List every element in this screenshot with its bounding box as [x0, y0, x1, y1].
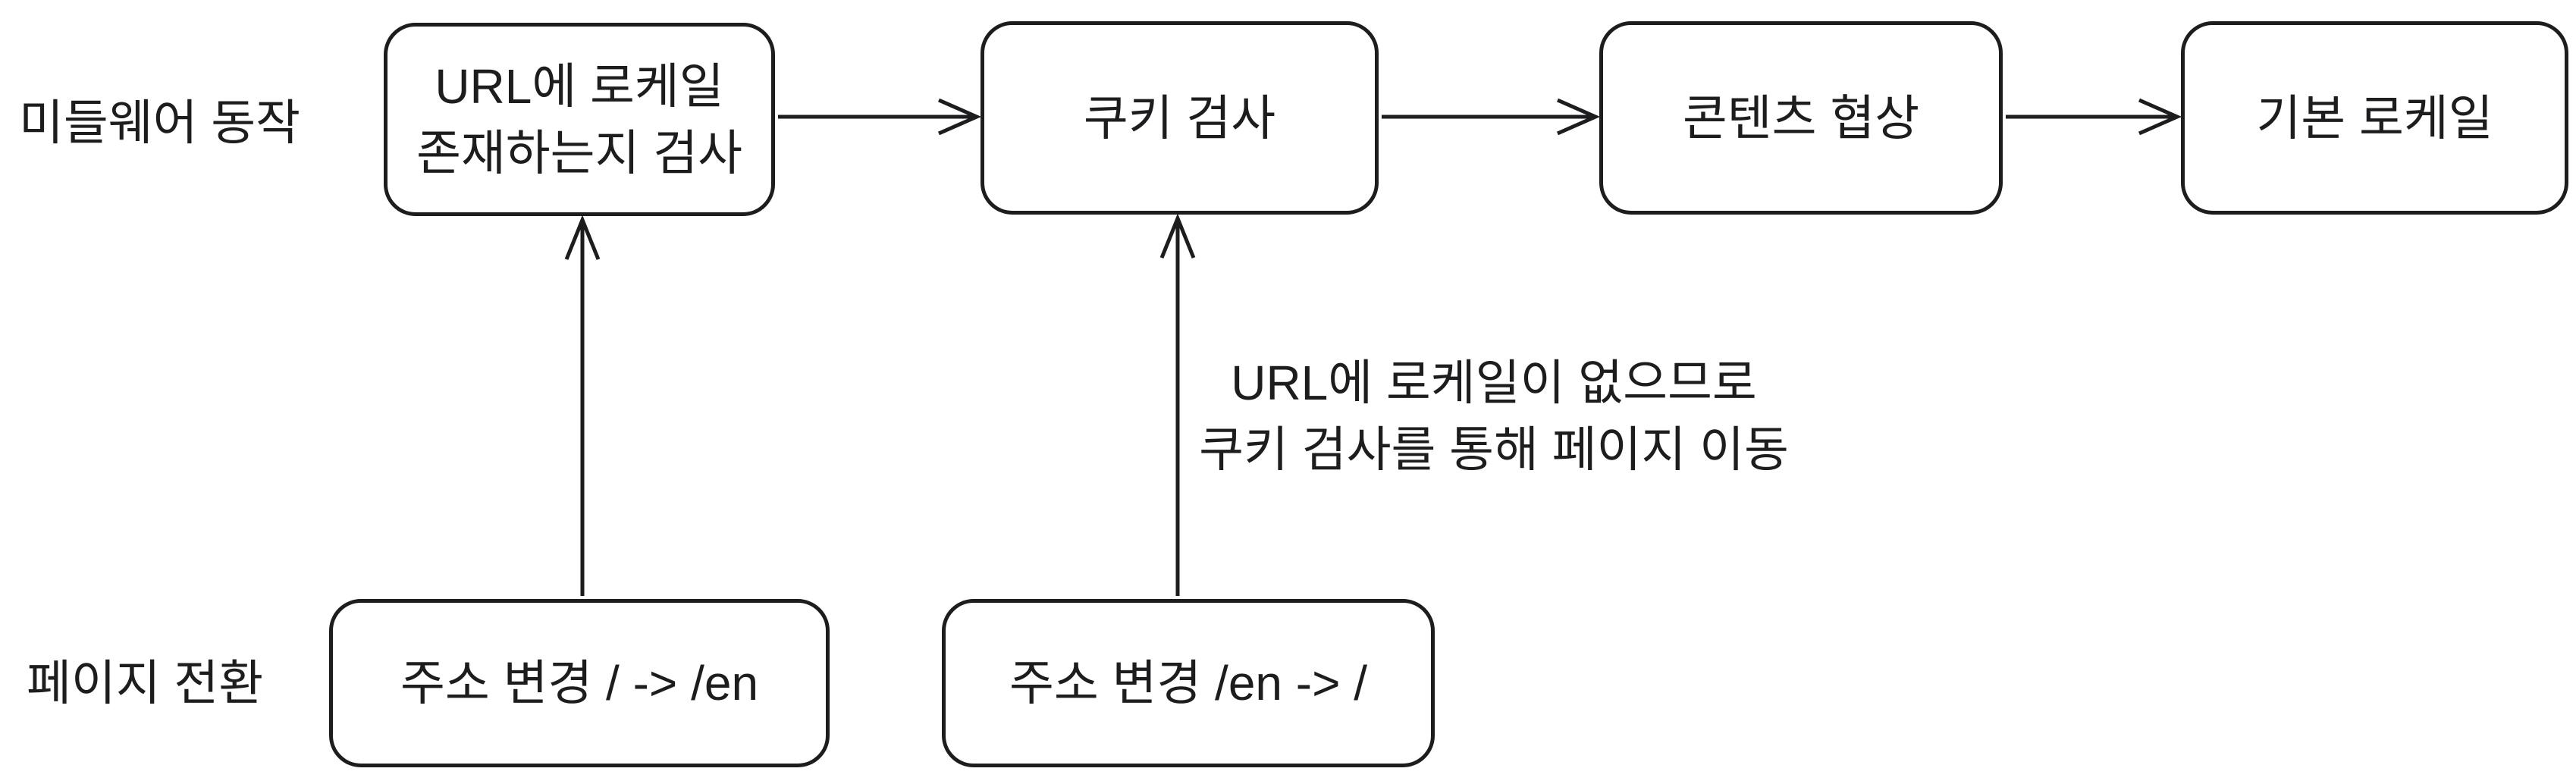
flowchart-node-default-locale: 기본 로케일 [2181, 21, 2568, 215]
node-text-line: 쿠키 검사 [1083, 90, 1276, 146]
annotation-line: URL에 로케일이 없으므로 [1231, 356, 1757, 410]
flowchart-node-content-negotiation: 콘텐츠 협상 [1599, 21, 2003, 215]
node-text-line: 콘텐츠 협상 [1682, 90, 1920, 146]
arrow-url-check-to-cookie-check [778, 98, 982, 136]
flowchart-node-cookie-check: 쿠키 검사 [981, 21, 1379, 215]
row-label-page-transition: 페이지 전환 [27, 656, 264, 710]
flowchart-node-url-locale-check: URL에 로케일 존재하는지 검사 [384, 23, 775, 216]
arrowhead-right-icon [937, 98, 982, 136]
edge-annotation-no-locale-cookie-redirect: URL에 로케일이 없으므로 쿠키 검사를 통해 페이지 이동 [1168, 350, 1820, 483]
arrow-cookie-check-to-content-negotiation [1382, 98, 1601, 136]
arrowhead-up-icon [564, 215, 601, 260]
node-text-line: URL에 로케일 [435, 58, 724, 114]
flowchart-node-address-change-root-to-en: 주소 변경 / -> /en [329, 599, 830, 767]
arrow-content-negotiation-to-default-locale [2006, 98, 2182, 136]
node-text-line: 존재하는지 검사 [416, 125, 742, 180]
flowchart-node-address-change-en-to-root: 주소 변경 /en -> / [942, 599, 1435, 767]
arrow-addr-change-to-url-check [564, 215, 601, 596]
arrowhead-right-icon [2138, 98, 2182, 136]
arrowhead-up-icon [1159, 213, 1196, 259]
node-text-line: 기본 로케일 [2256, 90, 2493, 146]
arrow-addr-change-to-cookie-check [1159, 213, 1196, 596]
node-text-line: 주소 변경 /en -> / [1009, 656, 1368, 710]
node-text-line: 주소 변경 / -> /en [400, 656, 759, 710]
annotation-line: 쿠키 검사를 통해 페이지 이동 [1199, 422, 1789, 477]
row-label-middleware-behavior: 미들웨어 동작 [19, 96, 301, 150]
arrowhead-right-icon [1556, 98, 1601, 136]
